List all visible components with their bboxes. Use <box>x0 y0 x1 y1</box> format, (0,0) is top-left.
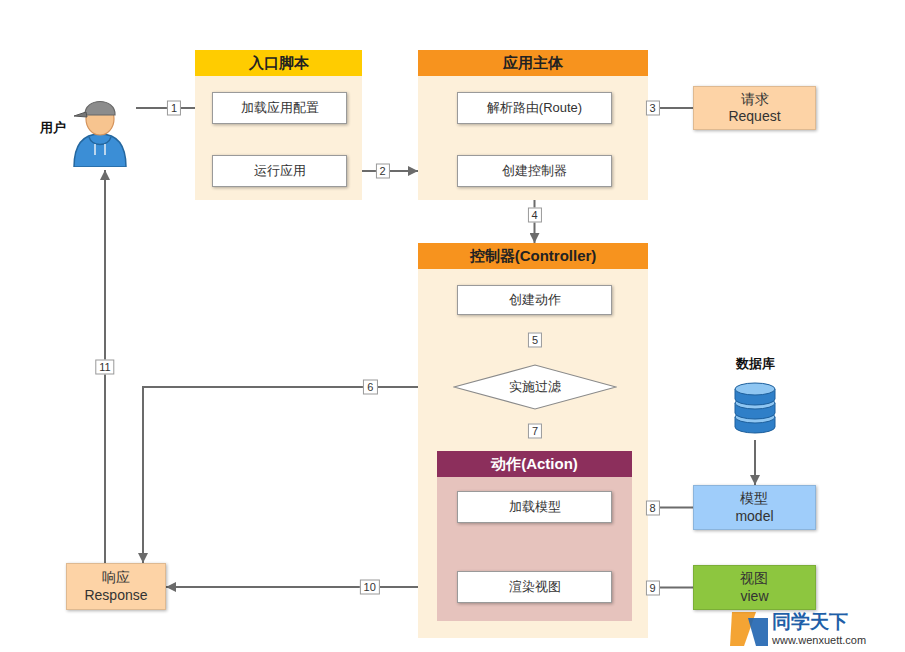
request-box: 请求 Request <box>693 86 816 130</box>
node-label: 加载模型 <box>509 499 561 515</box>
node-label: 入口脚本 <box>249 54 309 73</box>
step-number: 3 <box>645 101 659 116</box>
panel-heading: 动作(Action) <box>437 451 632 477</box>
panel-heading: 应用主体 <box>418 50 648 76</box>
response-box: 响应 Response <box>66 563 166 610</box>
process-box: 创建动作 <box>457 285 612 315</box>
flow-arrow <box>166 586 457 588</box>
step-number: 5 <box>528 332 542 347</box>
process-box: 加载应用配置 <box>212 92 347 124</box>
panel-heading: 控制器(Controller) <box>418 243 648 269</box>
node-label: 解析路由(Route) <box>487 100 582 116</box>
node-label: 请求 Request <box>728 91 780 126</box>
step-number: 10 <box>360 580 380 595</box>
controller-panel: 控制器(Controller) 创建动作实施过滤动作(Action) 加载模型渲染视… <box>418 243 648 638</box>
step-number: 7 <box>528 423 542 438</box>
node-label: 创建控制器 <box>502 163 567 179</box>
process-box: 加载模型 <box>457 491 612 523</box>
panel-heading: 入口脚本 <box>195 50 362 76</box>
database-cylinder <box>732 381 778 437</box>
step-number: 6 <box>363 380 377 395</box>
process-box: 解析路由(Route) <box>457 92 612 124</box>
process-box: 渲染视图 <box>457 571 612 603</box>
model-box: 模型 model <box>693 485 816 530</box>
step-number: 9 <box>645 580 659 595</box>
entry-panel: 入口脚本加载应用配置运行应用 <box>195 50 362 200</box>
node-label: 模型 model <box>735 490 773 525</box>
flow-arrow <box>143 387 453 563</box>
node-label: 控制器(Controller) <box>470 247 597 266</box>
user-icon: 用户 <box>40 86 136 170</box>
step-number: 4 <box>527 208 541 223</box>
node-label: 视图 view <box>740 570 768 605</box>
decision-diamond: 实施过滤 <box>453 364 617 410</box>
node-label: 创建动作 <box>509 292 561 308</box>
node-label: 加载应用配置 <box>241 100 319 116</box>
action-panel: 动作(Action) 加载模型渲染视图 <box>437 451 632 621</box>
node-label: 实施过滤 <box>509 378 561 396</box>
node-label: 用户 <box>40 119 66 137</box>
step-number: 1 <box>167 101 181 116</box>
watermark-text: www.wenxuett.com <box>772 635 866 646</box>
node-label: 应用主体 <box>503 54 563 73</box>
step-number: 2 <box>375 164 389 179</box>
watermark-text: 同学天下 <box>772 612 848 631</box>
node-label: 运行应用 <box>254 163 306 179</box>
process-box: 运行应用 <box>212 155 347 187</box>
step-number: 11 <box>95 359 114 374</box>
flow-arrow <box>754 440 756 485</box>
database-icon: 数据库 <box>725 355 785 440</box>
node-label: 数据库 <box>736 355 775 373</box>
node-label: 动作(Action) <box>491 455 578 474</box>
application-panel: 应用主体解析路由(Route) 创建控制器 <box>418 50 648 200</box>
node-label: 响应 Response <box>84 569 147 604</box>
user-figure <box>70 89 130 167</box>
process-box: 创建控制器 <box>457 155 612 187</box>
logo-mark <box>730 612 768 646</box>
view-box: 视图 view <box>693 565 816 610</box>
node-label: 渲染视图 <box>509 579 561 595</box>
step-number: 8 <box>645 500 659 515</box>
